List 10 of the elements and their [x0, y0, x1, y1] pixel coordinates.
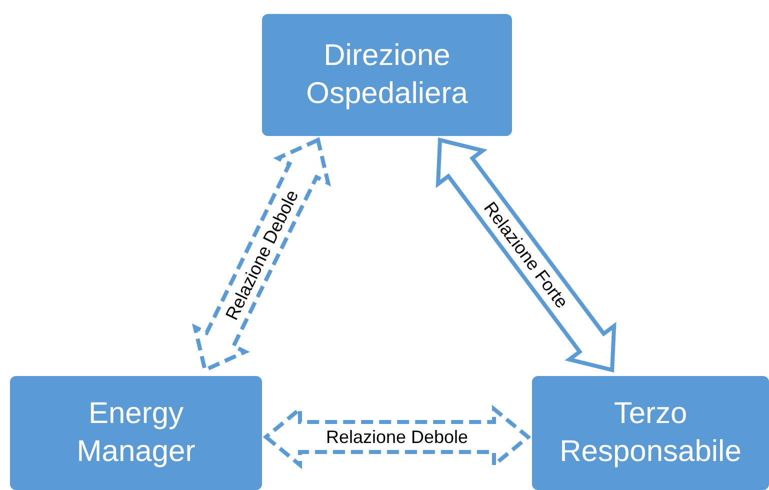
process-box — [262, 14, 512, 136]
double-block-arrow — [436, 137, 616, 373]
box-label: Energy Manager — [76, 396, 196, 470]
double-block-arrow — [262, 404, 532, 470]
box-label: Direzione Ospedaliera — [306, 38, 468, 112]
process-box — [532, 376, 769, 490]
process-box — [10, 376, 262, 490]
edge-label: Relazione Debole — [326, 428, 468, 446]
box-label: Terzo Responsabile — [560, 396, 742, 470]
double-block-arrow — [192, 137, 332, 373]
